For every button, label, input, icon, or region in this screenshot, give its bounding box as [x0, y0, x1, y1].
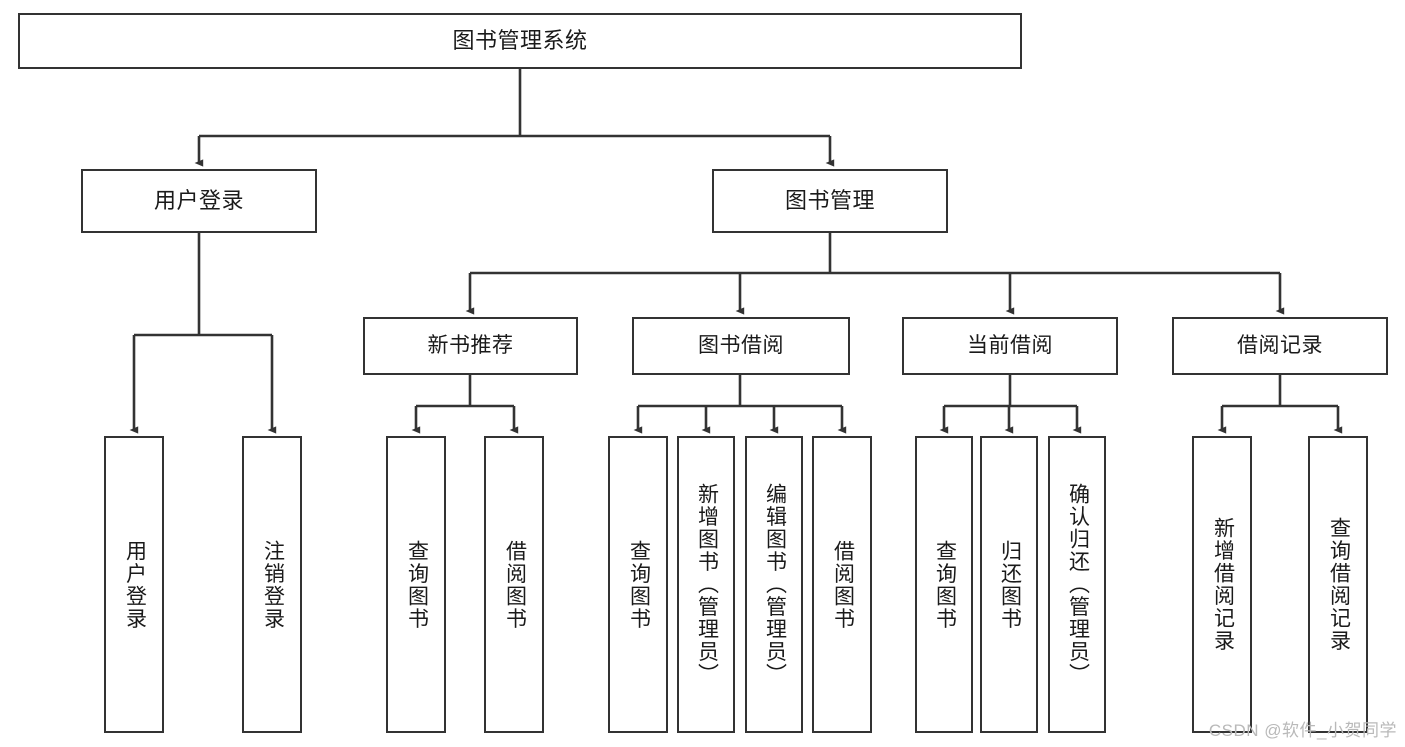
node-leaf-query-book-bor[interactable]: 查询图书 [608, 436, 668, 733]
node-current-borrow[interactable]: 当前借阅 [902, 317, 1118, 375]
node-leaf-borrow-book-rec[interactable]: 借阅图书 [484, 436, 544, 733]
node-book-borrow-label: 图书借阅 [698, 334, 784, 358]
node-leaf-logout-label: 注销登录 [261, 539, 285, 630]
node-leaf-add-book[interactable]: 新增图书（管理员） [677, 436, 735, 733]
node-leaf-confirm-return-label: 确认归还（管理员） [1066, 483, 1090, 686]
node-current-borrow-label: 当前借阅 [967, 334, 1053, 358]
node-root-label: 图书管理系统 [452, 28, 588, 54]
node-leaf-query-book-bor-label: 查询图书 [627, 539, 651, 630]
node-book-manage[interactable]: 图书管理 [712, 169, 948, 233]
node-leaf-edit-book-label: 编辑图书（管理员） [763, 483, 787, 686]
node-root[interactable]: 图书管理系统 [18, 13, 1022, 69]
node-leaf-edit-book[interactable]: 编辑图书（管理员） [745, 436, 803, 733]
node-leaf-add-record-label: 新增借阅记录 [1211, 517, 1235, 652]
node-leaf-logout[interactable]: 注销登录 [242, 436, 302, 733]
node-book-manage-label: 图书管理 [784, 188, 875, 214]
node-book-borrow[interactable]: 图书借阅 [632, 317, 850, 375]
node-user-login-label: 用户登录 [153, 188, 244, 214]
node-leaf-return-book[interactable]: 归还图书 [980, 436, 1038, 733]
node-leaf-add-book-label: 新增图书（管理员） [695, 483, 719, 686]
node-new-book-rec-label: 新书推荐 [427, 334, 514, 358]
node-leaf-query-book-cur[interactable]: 查询图书 [915, 436, 973, 733]
node-leaf-borrow-book-bor[interactable]: 借阅图书 [812, 436, 872, 733]
node-leaf-user-login[interactable]: 用户登录 [104, 436, 164, 733]
node-borrow-record[interactable]: 借阅记录 [1172, 317, 1388, 375]
node-leaf-query-record-label: 查询借阅记录 [1327, 517, 1351, 652]
node-leaf-user-login-label: 用户登录 [123, 539, 147, 630]
node-leaf-confirm-return[interactable]: 确认归还（管理员） [1048, 436, 1106, 733]
node-leaf-add-record[interactable]: 新增借阅记录 [1192, 436, 1252, 733]
node-new-book-rec[interactable]: 新书推荐 [363, 317, 578, 375]
node-leaf-query-record[interactable]: 查询借阅记录 [1308, 436, 1368, 733]
node-leaf-borrow-book-rec-label: 借阅图书 [503, 539, 527, 630]
node-leaf-borrow-book-bor-label: 借阅图书 [831, 539, 855, 630]
watermark: CSDN @软件_小贺同学 [1208, 721, 1397, 740]
node-leaf-query-book-rec[interactable]: 查询图书 [386, 436, 446, 733]
node-user-login[interactable]: 用户登录 [81, 169, 317, 233]
node-borrow-record-label: 借阅记录 [1237, 334, 1323, 358]
node-leaf-query-book-rec-label: 查询图书 [405, 539, 429, 630]
node-leaf-query-book-cur-label: 查询图书 [933, 539, 957, 630]
node-leaf-return-book-label: 归还图书 [998, 539, 1022, 630]
